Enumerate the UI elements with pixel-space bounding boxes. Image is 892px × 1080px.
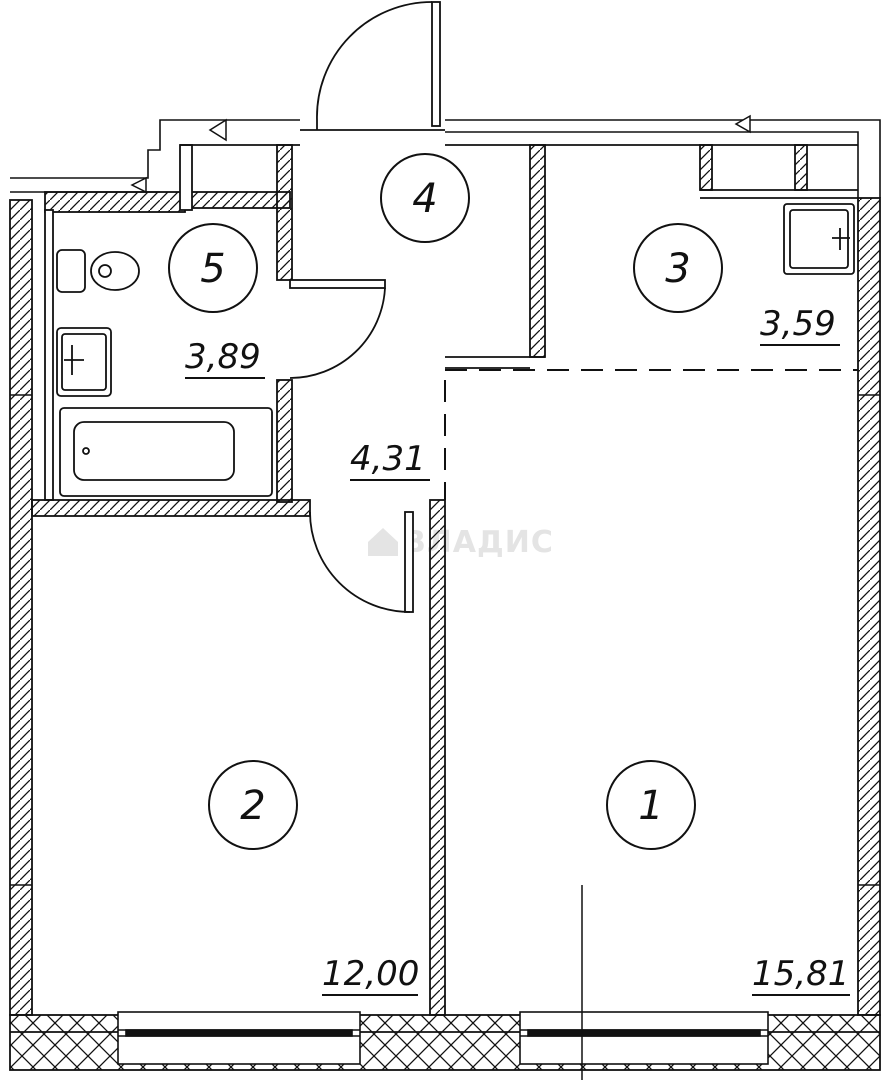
bathroom-door-leaf: [289, 279, 386, 289]
area-labels: 3,89 4,31 3,59 12,00 15,81: [185, 304, 850, 996]
room-1-area: 15,81: [752, 954, 849, 994]
bathroom-right-wall-bottom: [276, 379, 293, 503]
bathroom-top-wall: [44, 191, 186, 213]
doors: [289, 1, 441, 613]
watermark-text: ВЛАДИС: [403, 525, 554, 560]
watermark: ВЛАДИС: [368, 525, 554, 560]
kitchen-niche-right: [794, 144, 808, 191]
toilet-icon: [56, 249, 140, 293]
right-wall: [857, 197, 881, 1016]
room-2-door-leaf: [404, 511, 414, 613]
door-arc-icon: [289, 287, 386, 379]
bathroom-right-wall-top: [276, 144, 293, 281]
room-3-area: 3,59: [760, 304, 836, 344]
door-arc-icon: [316, 1, 433, 121]
arrow-icon: [734, 114, 751, 134]
arrow-markers: [130, 114, 751, 194]
window-icon: [519, 1011, 769, 1065]
entrance-door: [316, 1, 441, 130]
kitchen-sink-icon: [783, 203, 855, 275]
room-4-circle: [380, 153, 470, 243]
room-5-number: 5: [200, 246, 225, 292]
fixtures: [56, 203, 855, 497]
room-3-circle: [633, 223, 723, 313]
bathtub-icon: [59, 407, 273, 497]
room-1-circle: [606, 760, 696, 850]
bathroom-bottom-wall: [31, 499, 311, 517]
window-icon: [117, 1011, 361, 1065]
left-wall: [9, 199, 33, 1016]
windows: [117, 1011, 769, 1065]
entrance-door-leaf: [431, 1, 441, 127]
room-1-number: 1: [638, 783, 663, 829]
kitchen-niche-left: [699, 144, 713, 191]
sink-icon: [56, 327, 112, 397]
room-5-circle: [168, 223, 258, 313]
bathroom-left-wall: [44, 209, 54, 501]
room-2-door: [309, 511, 414, 613]
arrow-icon: [208, 118, 227, 142]
entry-wall-left: [179, 144, 193, 211]
room-3-number: 3: [665, 246, 690, 292]
kitchen-partition: [529, 144, 546, 358]
room-2-number: 2: [240, 783, 265, 829]
room-4-number: 4: [412, 176, 437, 222]
room-5-area: 3,89: [185, 337, 261, 377]
room-labels: [168, 153, 723, 850]
room-2-circle: [208, 760, 298, 850]
house-logo-icon: [368, 528, 398, 556]
room-partition: [429, 499, 446, 1016]
bathroom-top-wall-right: [182, 191, 291, 209]
door-arc-icon: [309, 511, 411, 613]
room-2-area: 12,00: [322, 954, 419, 994]
interior-walls: [31, 129, 858, 1016]
room-4-area: 4,31: [350, 439, 426, 479]
arrow-icon: [130, 176, 147, 194]
bathroom-door: [289, 279, 386, 379]
